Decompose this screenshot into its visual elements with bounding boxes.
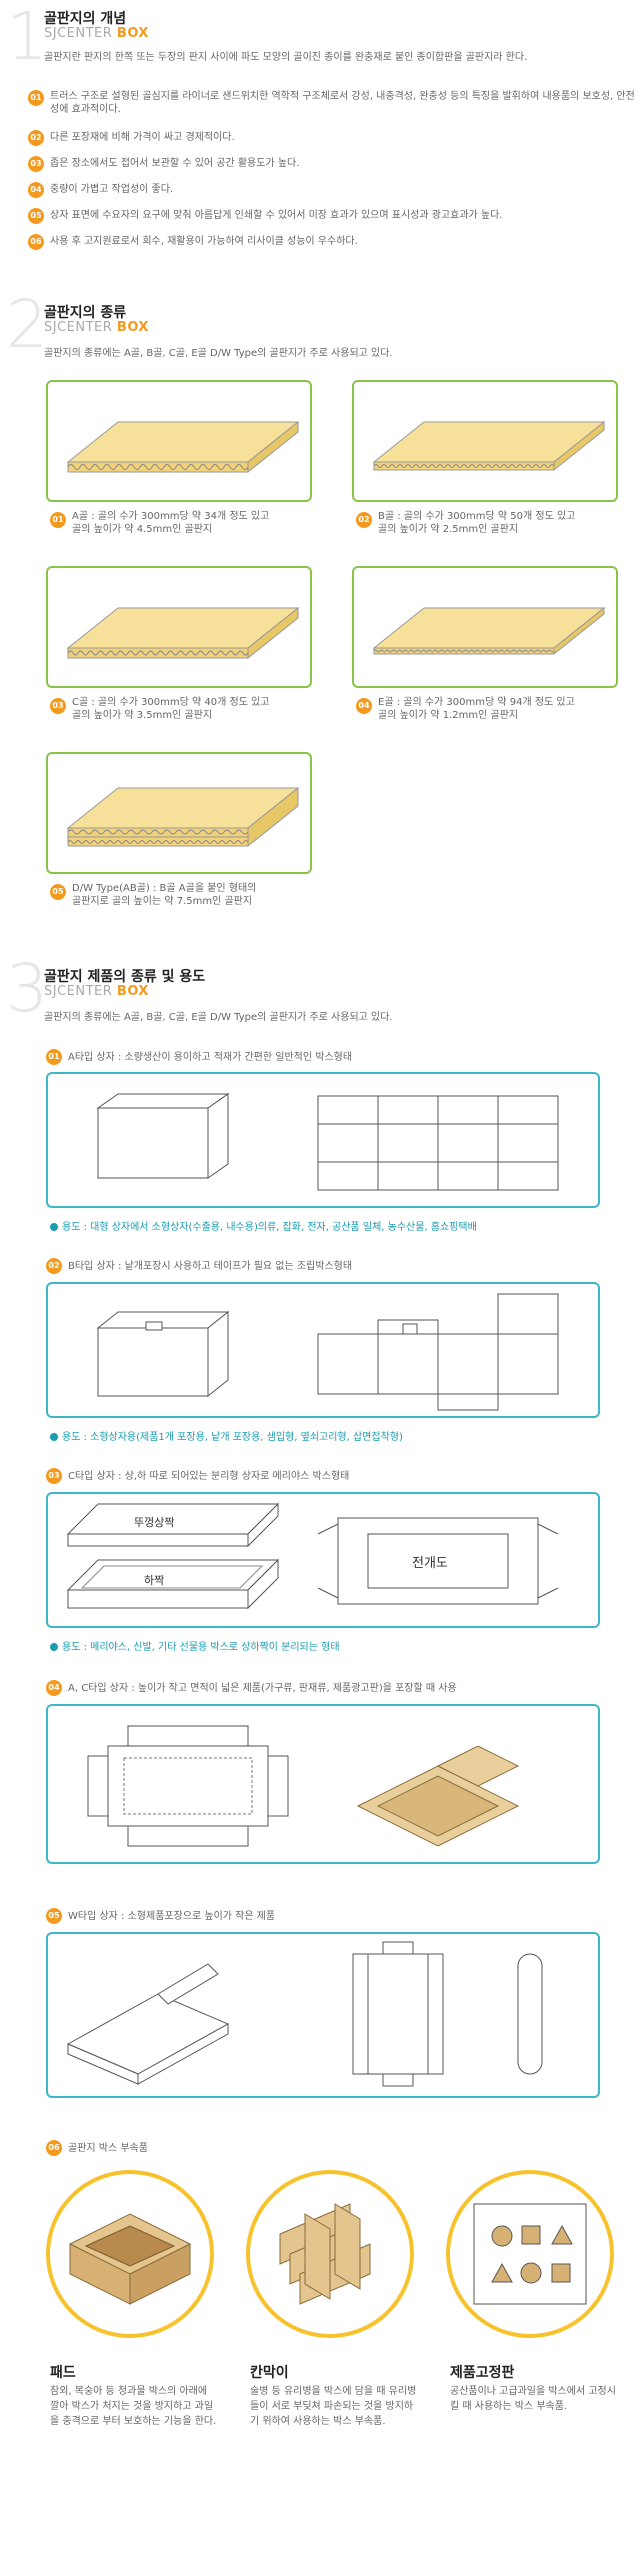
bullet-02: 02	[28, 130, 44, 146]
section-number-3: 3	[6, 950, 48, 1027]
type-c-label: C타입 상자 : 상,하 따로 되어있는 분리형 상자로 메리야스 박스형태	[68, 1471, 350, 1482]
section-1-title: 골판지의 개념	[44, 11, 127, 27]
section-2-title: 골판지의 종류	[44, 305, 127, 321]
bullet-03: 03	[50, 698, 66, 714]
bullet-03: 03	[28, 156, 44, 172]
divider-illustration	[279, 2203, 371, 2305]
bullet-01: 01	[50, 512, 66, 528]
flute-b-image	[352, 380, 618, 502]
section-1-subtitle: SJCENTER BOX	[44, 26, 149, 41]
type-a-box	[46, 1072, 600, 1208]
flute-e-image	[352, 566, 618, 688]
bullet-04: 04	[28, 182, 44, 198]
type-a-label: A타입 상자 : 소량생산이 용이하고 적재가 간편한 일반적인 박스형태	[68, 1052, 353, 1063]
bullet-06: 06	[46, 2140, 62, 2156]
corrugated-sheet-illustration	[66, 606, 300, 660]
flute-a-image	[46, 380, 312, 502]
accessories-label: 골판지 박스 부속품	[68, 2143, 148, 2154]
pad-image	[46, 2170, 214, 2338]
concept-item: 사용 후 고지원료로서 회수, 재활용이 가능하여 리사이클 성능이 우수하다.	[50, 236, 358, 247]
type-b-box	[46, 1282, 600, 1418]
section-1-description: 골판지란 판지의 한쪽 또는 두장의 판지 사이에 파도 모양의 골이진 종이를…	[44, 52, 528, 63]
flute-dw-image	[46, 752, 312, 874]
corrugated-sheet-illustration	[66, 420, 300, 474]
bullet-01: 01	[46, 1049, 62, 1065]
bullet-06: 06	[28, 234, 44, 250]
corrugated-sheet-illustration	[372, 420, 606, 472]
type-w-illustration	[66, 1941, 543, 2087]
bullet-05: 05	[46, 1908, 62, 1924]
section-2-subtitle: SJCENTER BOX	[44, 320, 149, 335]
divider-title: 칸막이	[250, 2365, 289, 2381]
bullet-02: 02	[46, 1258, 62, 1274]
concept-item: 좁은 장소에서도 접어서 보관할 수 있어 공간 활용도가 높다.	[50, 158, 300, 169]
pad-title: 패드	[50, 2365, 76, 2381]
section-2-description: 골판지의 종류에는 A골, B골, C골, E골 D/W Type의 골판지가 …	[44, 348, 393, 359]
bullet-04: 04	[356, 698, 372, 714]
section-number-1: 1	[6, 0, 48, 75]
type-w-label: W타입 상자 : 소형제품포장으로 높이가 작은 제품	[68, 1911, 276, 1922]
concept-item: 상자 표면에 수요자의 요구에 맞춰 아름답게 인쇄할 수 있어서 미장 효과가…	[50, 210, 503, 221]
divider-description: 술병 등 유리병을 박스에 담을 때 유리병들이 서로 부딪쳐 파손되는 것을 …	[250, 2386, 417, 2427]
section-3-title: 골판지 제품의 종류 및 용도	[44, 969, 206, 985]
bullet-05: 05	[28, 208, 44, 224]
section-number-2: 2	[6, 286, 48, 363]
section-3-description: 골판지의 종류에는 A골, B골, C골, E골 D/W Type의 골판지가 …	[44, 1012, 393, 1023]
type-b-illustration	[96, 1293, 559, 1411]
corrugated-sheet-illustration	[66, 786, 300, 848]
bottom-label: 하짝	[144, 1574, 165, 1587]
concept-item: 트러스 구조로 설형된 골심지를 라이너로 샌드위치한 역학적 구조체로서 강성…	[50, 91, 635, 115]
holder-description: 공산품이나 고급과일을 박스에서 고정시킬 때 사용하는 박스 부속품.	[450, 2386, 616, 2412]
type-c-box: 뚜껑상짝 하짝 전개도	[46, 1492, 600, 1628]
type-a-usage: 용도 : 대형 상자에서 소형상자(수출용, 내수용)의류, 잡화, 전자, 공…	[50, 1218, 630, 1233]
concept-item: 중량이 가볍고 작업성이 좋다.	[50, 184, 174, 195]
bullet-01: 01	[28, 90, 44, 106]
type-c-usage: 용도 : 메리야스, 신발, 기타 선물용 박스로 상하짝이 분리되는 형태	[50, 1638, 630, 1653]
pad-illustration	[68, 2213, 192, 2305]
bullet-04: 04	[46, 1680, 62, 1696]
holder-title: 제품고정판	[450, 2365, 515, 2381]
bullet-03: 03	[46, 1468, 62, 1484]
lid-label: 뚜껑상짝	[134, 1516, 175, 1529]
type-a-illustration	[96, 1093, 559, 1191]
type-b-usage: 용도 : 소형상자용(제품1개 포장용, 낱개 포장용, 샘입형, 옆쇠고리형,…	[50, 1428, 630, 1443]
corrugated-sheet-illustration	[372, 606, 606, 656]
type-ac-illustration	[87, 1725, 520, 1847]
flute-c-image	[46, 566, 312, 688]
pad-description: 참외, 복숭아 등 청과물 박스의 아래에 깔아 박스가 처지는 것을 방지하고…	[50, 2386, 217, 2427]
type-b-label: B타입 상자 : 낱개포장시 사용하고 테이프가 필요 없는 조립박스형태	[68, 1261, 353, 1272]
section-3-subtitle: SJCENTER BOX	[44, 984, 149, 999]
type-ac-box	[46, 1704, 600, 1864]
holder-illustration	[473, 2203, 587, 2305]
type-w-box	[46, 1932, 600, 2098]
type-ac-label: A, C타입 상자 : 높이가 작고 면적이 넓은 제품(가구류, 판재류, 제…	[68, 1683, 457, 1694]
bullet-05: 05	[50, 884, 66, 900]
flat-pattern-label: 전개도	[412, 1556, 448, 1571]
bullet-02: 02	[356, 512, 372, 528]
type-c-illustration	[66, 1502, 559, 1610]
divider-image	[246, 2170, 414, 2338]
holder-image	[446, 2170, 614, 2338]
concept-item: 다른 포장재에 비해 가격이 싸고 경제적이다.	[50, 132, 235, 143]
